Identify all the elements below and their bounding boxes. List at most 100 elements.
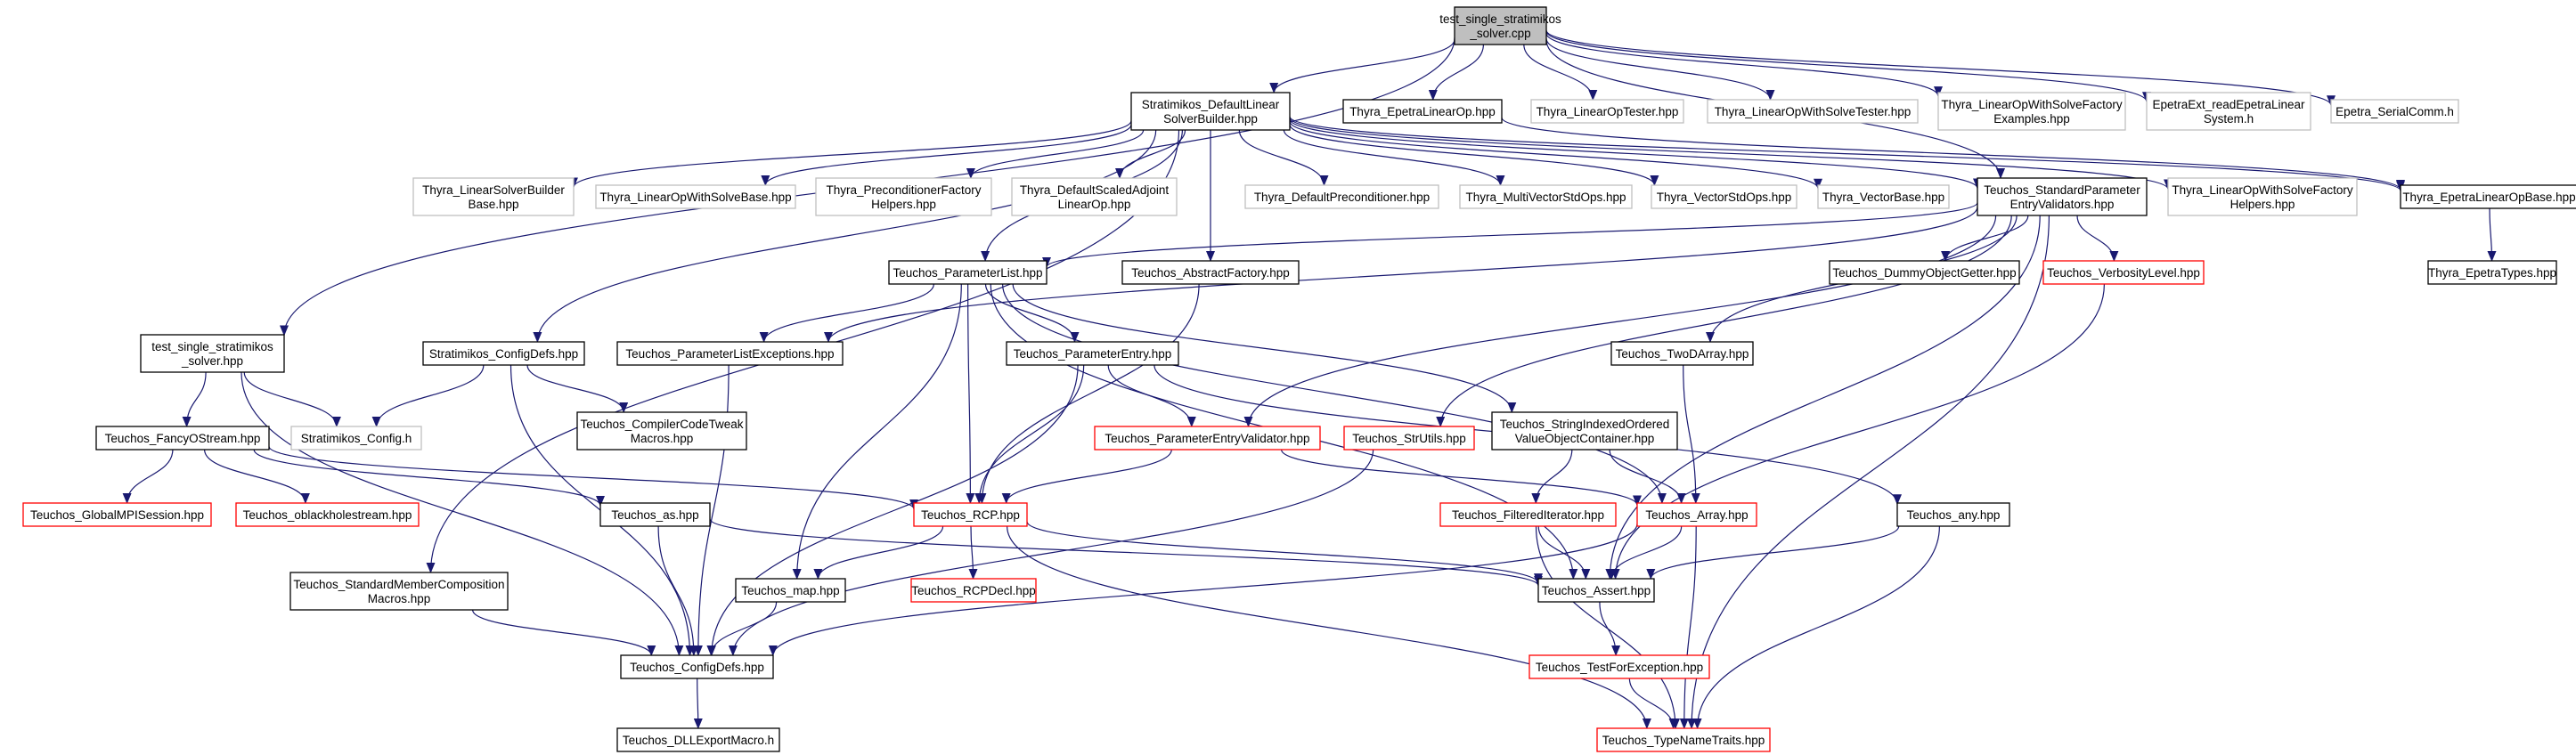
node-teuchosMap[interactable]: Teuchos_map.hpp <box>735 578 846 603</box>
edge-testHpp-to-teuchosFancyOStream <box>182 371 207 427</box>
node-label-line: Thyra_DefaultScaledAdjoint <box>1020 183 1170 197</box>
node-thyraMVStdOps[interactable]: Thyra_MultiVectorStdOps.hpp <box>1459 184 1633 209</box>
node-thyraLOWSFHelpers[interactable]: Thyra_LinearOpWithSolveFactoryHelpers.hp… <box>2167 177 2358 216</box>
node-label-line: test_single_stratimikos <box>151 340 273 353</box>
node-box <box>1491 411 1678 451</box>
node-teuchosSPEV[interactable]: Teuchos_StandardParameterEntryValidators… <box>1977 177 2148 216</box>
node-label-line: Teuchos_map.hpp <box>741 584 839 597</box>
edge-teuchosParamList-to-teuchosSIOVOC <box>1012 283 1517 413</box>
node-label-line: Teuchos_ParameterListExceptions.hpp <box>625 347 834 361</box>
node-teuchosParamEntry[interactable]: Teuchos_ParameterEntry.hpp <box>1006 341 1179 366</box>
edge-root-to-thyraEpetraLinOp <box>1428 44 1484 101</box>
node-label-line: Teuchos_any.hpp <box>1907 508 2001 522</box>
node-teuchosTypeNameTraits[interactable]: Teuchos_TypeNameTraits.hpp <box>1596 727 1771 752</box>
node-label-line: _solver.hpp <box>181 354 243 368</box>
node-teuchosFilteredIter[interactable]: Teuchos_FilteredIterator.hpp <box>1439 502 1617 527</box>
node-teuchosDummyObjGetter[interactable]: Teuchos_DummyObjectGetter.hpp <box>1829 260 2020 285</box>
node-teuchosPEValidator[interactable]: Teuchos_ParameterEntryValidator.hpp <box>1094 426 1321 451</box>
edge-dlsb-to-thyraLOWSBase <box>761 124 1132 186</box>
node-thyraLinOpTester[interactable]: Thyra_LinearOpTester.hpp <box>1530 99 1684 124</box>
edge-teuchosStrUtils-to-teuchosConfigDefs <box>728 449 1374 656</box>
node-teuchosAs[interactable]: Teuchos_as.hpp <box>599 502 711 527</box>
node-label-line: Stratimikos_Config.h <box>301 432 412 445</box>
node-thyraLOWSTester[interactable]: Thyra_LinearOpWithSolveTester.hpp <box>1707 99 1919 124</box>
node-teuchosPLExceptions[interactable]: Teuchos_ParameterListExceptions.hpp <box>616 341 844 366</box>
node-teuchosAssert[interactable]: Teuchos_Assert.hpp <box>1537 578 1655 603</box>
node-box <box>2146 92 2311 131</box>
node-label-line: Teuchos_AbstractFactory.hpp <box>1131 266 1290 280</box>
node-box <box>913 502 1028 527</box>
edge-teuchosSPEV-to-teuchosPEValidator <box>1243 215 1997 427</box>
edge-teuchosSIOVOC-to-teuchosArray <box>1609 449 1686 504</box>
node-label-line: Teuchos_oblackholestream.hpp <box>243 508 412 522</box>
node-teuchosAny[interactable]: Teuchos_any.hpp <box>1896 502 2010 527</box>
node-teuchosSIOVOC[interactable]: Teuchos_StringIndexedOrderedValueObjectC… <box>1491 411 1678 451</box>
node-stratConfigH[interactable]: Stratimikos_Config.h <box>290 426 422 451</box>
node-box <box>1896 502 2010 527</box>
edge-teuchosFancyOStream-to-teuchosRCP <box>268 446 918 510</box>
edge-dlsb-to-thyraEpetraLinOpBase <box>1289 116 2405 192</box>
node-teuchosTwoDArray[interactable]: Teuchos_TwoDArray.hpp <box>1610 341 1754 366</box>
edge-root-to-thyraLinOpTester <box>1523 44 1598 101</box>
edge-stratConfigDefs-to-teuchosCompilerCodeTweak <box>526 364 629 413</box>
node-box <box>1006 341 1179 366</box>
node-teuchosAbstractFactory[interactable]: Teuchos_AbstractFactory.hpp <box>1121 260 1300 285</box>
node-thyraLOWSFExamples[interactable]: Thyra_LinearOpWithSolveFactoryExamples.h… <box>1937 92 2126 131</box>
node-label-line: Thyra_PreconditionerFactory <box>826 183 981 197</box>
node-thyraVStdOps[interactable]: Thyra_VectorStdOps.hpp <box>1651 184 1797 209</box>
node-box <box>1342 99 1503 124</box>
edge-teuchosFancyOStream-to-teuchosAs <box>253 449 605 507</box>
node-thyraEpetraLinOp[interactable]: Thyra_EpetraLinearOp.hpp <box>1342 99 1503 124</box>
node-label-line: SolverBuilder.hpp <box>1163 112 1258 126</box>
edge-teuchosParamEntry-to-teuchosRCP <box>974 364 1085 504</box>
node-teuchosRCP[interactable]: Teuchos_RCP.hpp <box>913 502 1028 527</box>
node-stratConfigDefs[interactable]: Stratimikos_ConfigDefs.hpp <box>422 341 585 366</box>
node-teuchosVerbLevel[interactable]: Teuchos_VerbosityLevel.hpp <box>2042 260 2205 285</box>
node-label-line: System.h <box>2204 112 2254 126</box>
node-teuchosSMCMacros[interactable]: Teuchos_StandardMemberCompositionMacros.… <box>289 572 509 611</box>
edge-teuchosSIOVOC-to-teuchosFilteredIter <box>1531 449 1573 504</box>
node-teuchosGlobalMPI[interactable]: Teuchos_GlobalMPISession.hpp <box>22 502 212 527</box>
node-thyraDefPrec[interactable]: Thyra_DefaultPreconditioner.hpp <box>1244 184 1439 209</box>
node-box <box>289 572 509 611</box>
node-box <box>140 334 285 373</box>
edge-teuchosFilteredIter-to-teuchosAssert <box>1537 525 1591 580</box>
node-teuchosStrUtils[interactable]: Teuchos_StrUtils.hpp <box>1343 426 1475 451</box>
node-box <box>888 260 1048 285</box>
node-label-line: Teuchos_Array.hpp <box>1645 508 1748 522</box>
node-label-line: _solver.cpp <box>1469 27 1530 40</box>
node-teuchosDLLExport[interactable]: Teuchos_DLLExportMacro.h <box>616 727 780 752</box>
node-teuchosTestForException[interactable]: Teuchos_TestForException.hpp <box>1528 654 1710 679</box>
node-teuchosConfigDefs[interactable]: Teuchos_ConfigDefs.hpp <box>620 654 774 679</box>
node-testHpp[interactable]: test_single_stratimikos_solver.hpp <box>140 334 285 373</box>
node-teuchosArray[interactable]: Teuchos_Array.hpp <box>1636 502 1757 527</box>
node-label-line: LinearOp.hpp <box>1058 198 1131 211</box>
edge-teuchosSPEV-to-teuchosPLExceptions <box>824 207 1978 343</box>
node-box <box>815 177 992 216</box>
node-label-line: Teuchos_DummyObjectGetter.hpp <box>1832 266 2016 280</box>
node-box <box>1937 92 2126 131</box>
node-teuchosParamList[interactable]: Teuchos_ParameterList.hpp <box>888 260 1048 285</box>
node-dlsb[interactable]: Stratimikos_DefaultLinearSolverBuilder.h… <box>1130 92 1291 131</box>
edge-teuchosParamList-to-teuchosParamEntry <box>984 283 1080 343</box>
node-teuchosOblackhole[interactable]: Teuchos_oblackholestream.hpp <box>235 502 420 527</box>
node-thyraVBase[interactable]: Thyra_VectorBase.hpp <box>1817 184 1950 209</box>
node-box <box>1459 184 1633 209</box>
node-thyraEpetraLinOpBase[interactable]: Thyra_EpetraLinearOpBase.hpp <box>2400 184 2576 209</box>
node-thyraEpetraTypes[interactable]: Thyra_EpetraTypes.hpp <box>2427 260 2557 285</box>
node-box <box>1528 654 1710 679</box>
node-epetraSerialComm[interactable]: Epetra_SerialComm.h <box>2330 99 2459 124</box>
edge-teuchosAs-to-teuchosAssert <box>709 518 1543 587</box>
edge-teuchosArray-to-teuchosTypeNameTraits <box>1679 525 1697 729</box>
node-teuchosRCPDecl[interactable]: Teuchos_RCPDecl.hpp <box>910 578 1037 603</box>
node-thyraLOWSBase[interactable]: Thyra_LinearOpWithSolveBase.hpp <box>595 184 796 209</box>
node-box <box>735 578 846 603</box>
edge-teuchosTwoDArray-to-teuchosArray <box>1683 364 1700 504</box>
node-teuchosFancyOStream[interactable]: Teuchos_FancyOStream.hpp <box>95 426 270 451</box>
edge-teuchosSPEV-to-teuchosStrUtils <box>1436 215 2012 427</box>
